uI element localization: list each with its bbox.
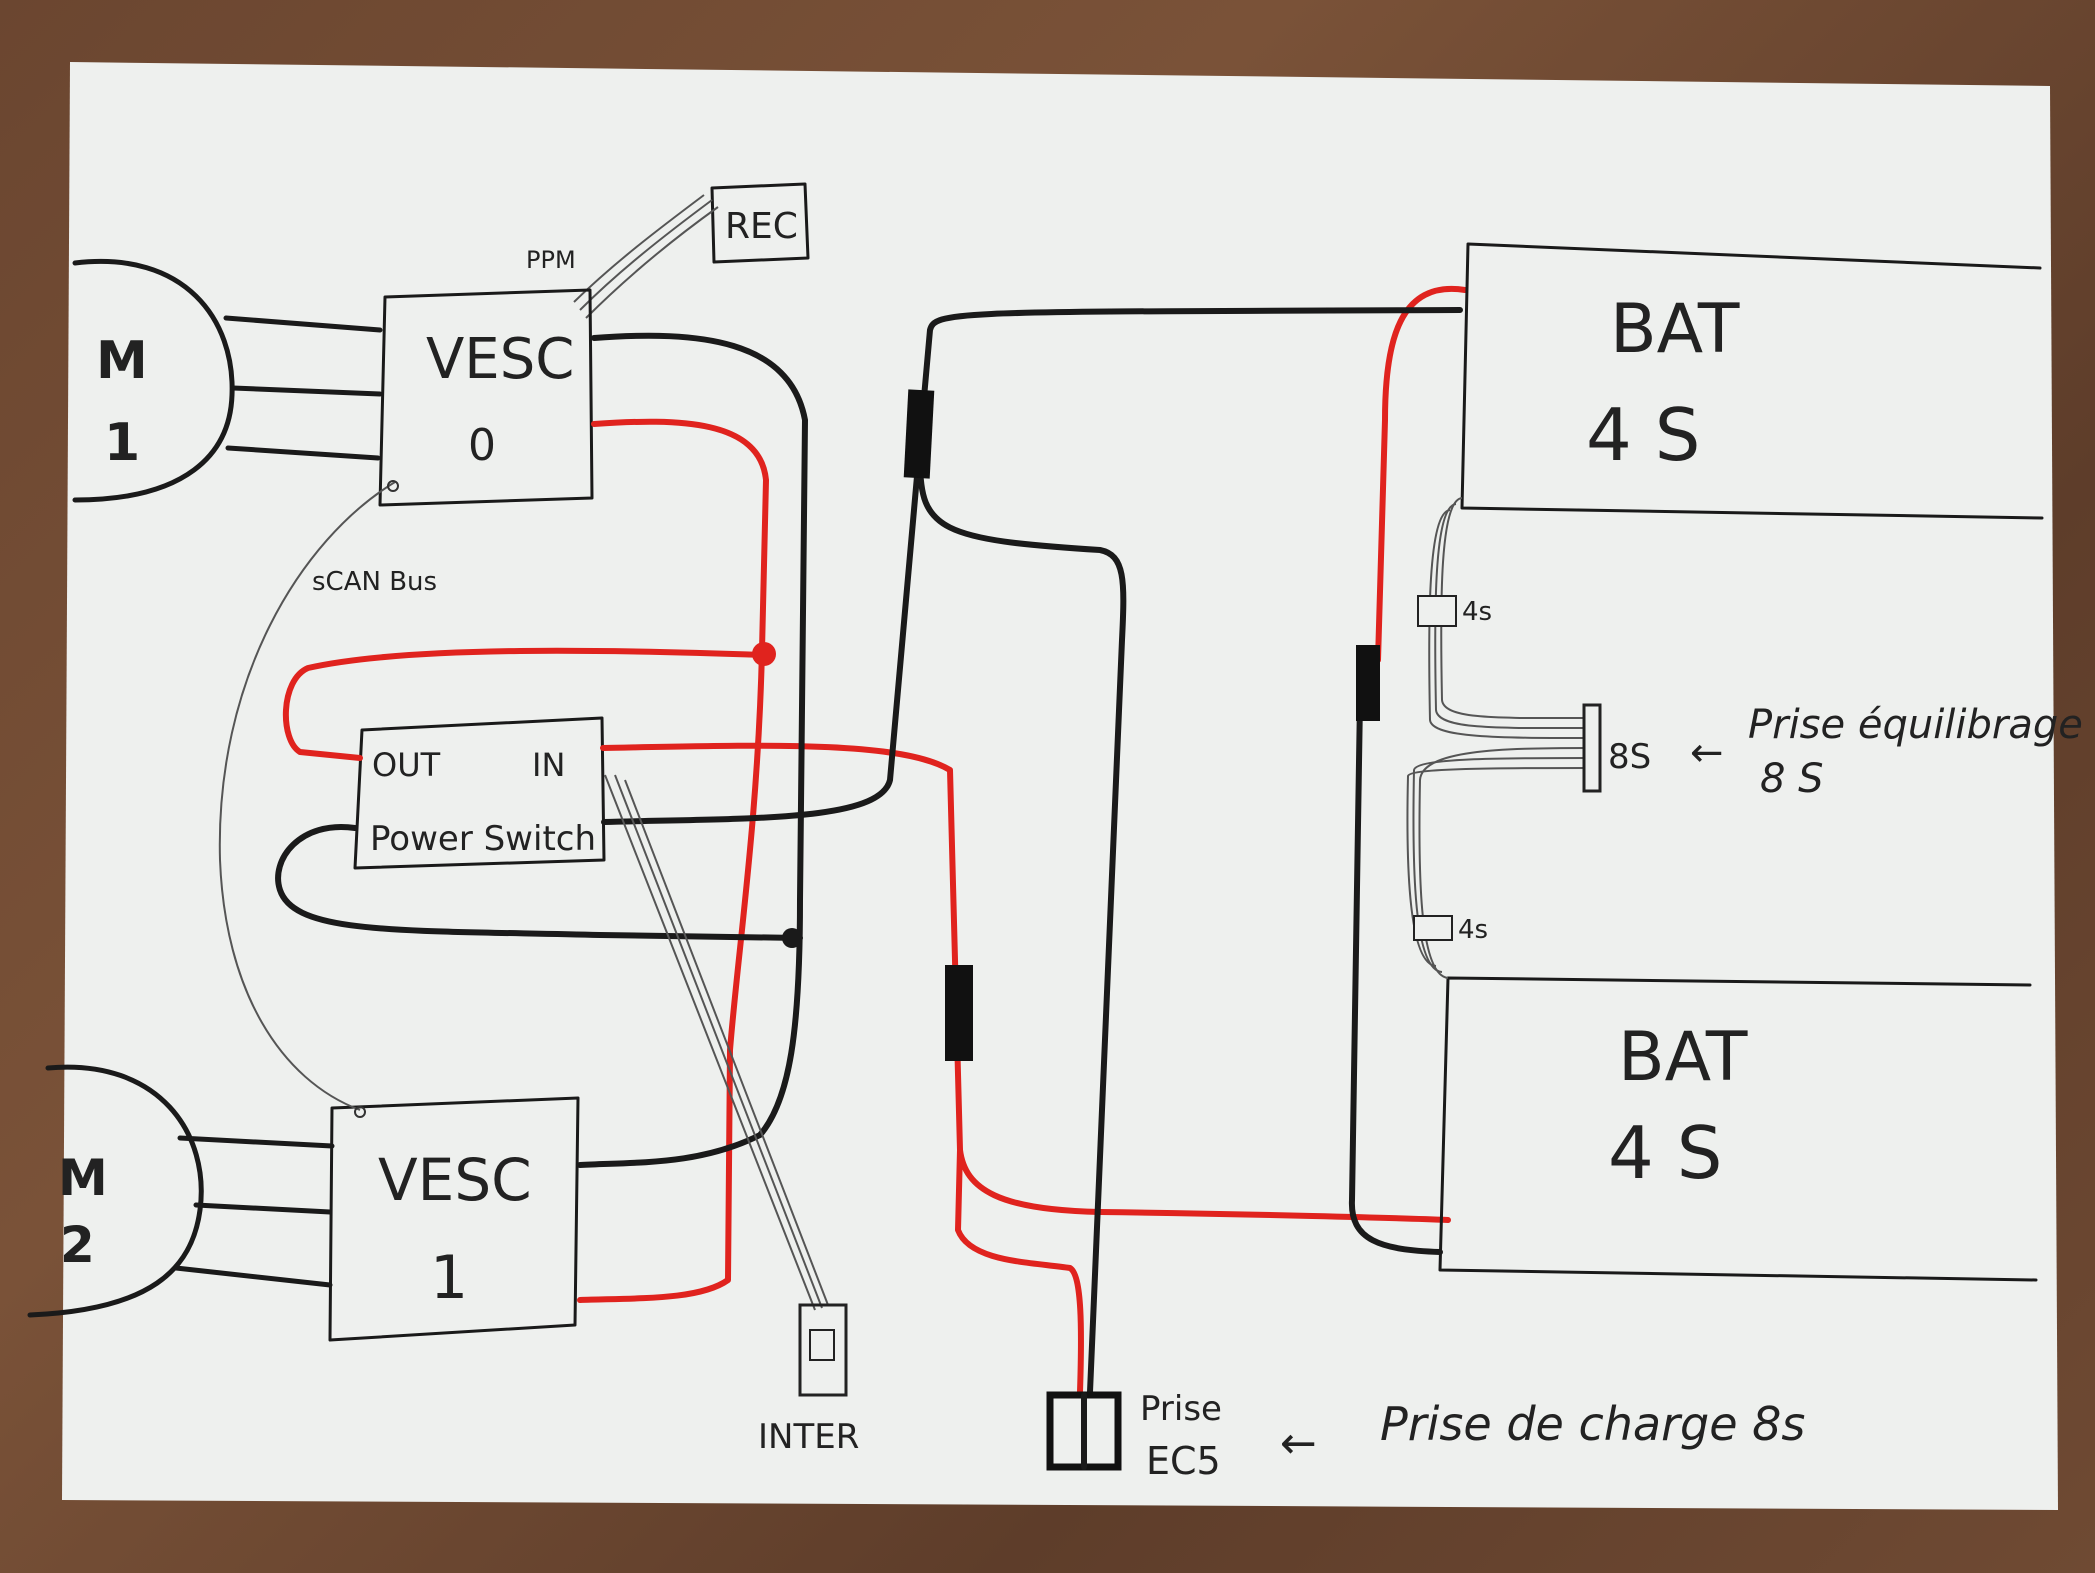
can-bus-label: sCAN Bus — [312, 567, 437, 597]
balance-label-bottom: 4s — [1458, 915, 1488, 945]
balance-label-middle: 8S — [1608, 737, 1651, 777]
negative-junction — [782, 928, 802, 948]
inter-label: INTER — [758, 1417, 859, 1457]
receiver: REC PPM — [526, 182, 810, 319]
can-bus-dot-top — [387, 480, 399, 492]
vesc-0: VESC 0 — [378, 288, 594, 507]
connector-black-2 — [1356, 645, 1380, 721]
battery-1-label: BAT — [1610, 290, 1740, 369]
battery-1-cells: 4 S — [1586, 393, 1700, 477]
can-bus-wire — [218, 481, 396, 1111]
receiver-label: REC — [725, 206, 798, 247]
vesc-0-id: 0 — [468, 420, 496, 471]
vesc-1: VESC 1 — [328, 1096, 580, 1342]
charge-note: Prise de charge 8s — [1380, 1397, 1805, 1451]
charge-plug-ec5: Prise EC5 — [1046, 1389, 1222, 1483]
balance-note-line1: Prise équilibrage — [1748, 702, 2083, 748]
can-bus-dot-bottom — [354, 1106, 366, 1118]
power-switch: OUT IN Power Switch — [353, 716, 606, 870]
power-switch-out: OUT — [372, 746, 441, 784]
negative-wires — [275, 307, 1463, 1395]
battery-2-label: BAT — [1618, 1018, 1748, 1097]
balance-label-top: 4s — [1462, 597, 1492, 627]
vesc-0-name: VESC — [426, 327, 574, 392]
paper-sheet — [62, 62, 2058, 1510]
charge-plug-line1: Prise — [1140, 1389, 1222, 1429]
battery-2: BAT 4 S — [1438, 976, 2038, 1282]
power-switch-name: Power Switch — [370, 819, 596, 859]
motor-m1-number: 1 — [104, 413, 140, 473]
motor-m2-letter: M — [58, 1149, 108, 1207]
ppm-label: PPM — [526, 246, 576, 274]
inter-switch: INTER — [604, 774, 859, 1457]
balance-leads: 4s 8S 4s — [1406, 497, 1651, 979]
vesc-1-name: VESC — [378, 1146, 532, 1214]
connector-black-1 — [903, 389, 935, 479]
positive-wires — [282, 285, 1468, 1395]
positive-junction — [752, 642, 776, 666]
connector-red-1 — [945, 965, 973, 1061]
balance-arrow: ← — [1690, 730, 1724, 776]
power-switch-in: IN — [532, 746, 565, 784]
motor-m1-letter: M — [96, 331, 148, 391]
vesc-1-id: 1 — [430, 1243, 468, 1313]
balance-note-line2: 8 S — [1760, 756, 1824, 802]
charge-arrow: ← — [1280, 1418, 1317, 1469]
motor-m2-number: 2 — [60, 1216, 95, 1274]
battery-2-cells: 4 S — [1608, 1111, 1722, 1195]
motor-m1: M 1 — [72, 259, 383, 503]
charge-plug-line2: EC5 — [1146, 1439, 1221, 1483]
battery-1: BAT 4 S — [1460, 242, 2044, 520]
motor-m2: M 2 — [27, 1064, 335, 1318]
